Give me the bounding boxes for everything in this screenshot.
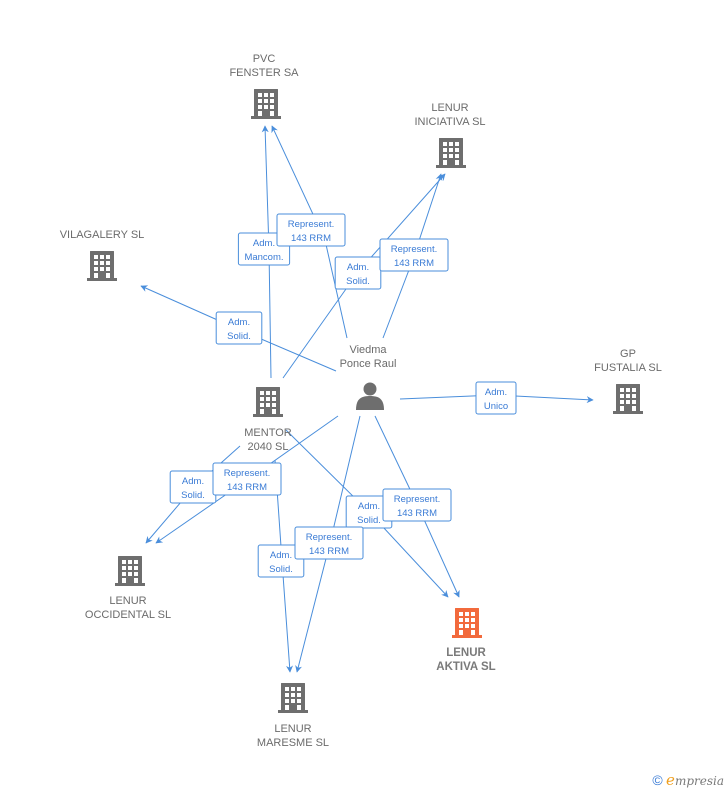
node-occidental[interactable]: LENUR OCCIDENTAL SL [85, 556, 171, 621]
edge-label-line: Solid. [181, 490, 205, 501]
nodes-layer: PVC FENSTER SA LENUR INICIATIVA SL VILAGALER… [60, 53, 662, 749]
edge-label-box [212, 462, 282, 496]
node-label: LENUR [274, 723, 311, 735]
edge-label-box [334, 256, 382, 290]
person-icon [363, 382, 377, 396]
node-label: MARESME SL [257, 737, 329, 749]
building-icon [251, 89, 281, 119]
node-label: LENUR [431, 102, 468, 114]
edge-label-box [294, 526, 364, 560]
edge-label-line: 143 RRM [394, 258, 434, 269]
edge-label-line: Adm. [358, 501, 380, 512]
edge-label-line: Represent. [224, 468, 270, 479]
node-label: OCCIDENTAL SL [85, 609, 171, 621]
building-icon [253, 387, 283, 417]
node-label: VILAGALERY SL [60, 229, 145, 241]
node-gp[interactable]: GP FUSTALIA SL [594, 348, 662, 414]
edge-label-line: Unico [484, 401, 508, 412]
edge-label-line: Represent. [288, 219, 334, 230]
edge-label-line: Adm. [228, 317, 250, 328]
node-label: PVC [253, 53, 276, 65]
footer-brand: © empresia [652, 771, 724, 789]
edge-label-line: Represent. [394, 494, 440, 505]
edge-label-box [475, 381, 517, 415]
node-label: FUSTALIA SL [594, 362, 662, 374]
building-icon [115, 556, 145, 586]
edge-label-line: Adm. [270, 550, 292, 561]
building-icon [278, 683, 308, 713]
edge-label-box [379, 238, 449, 272]
edge-label-line: Adm. [182, 476, 204, 487]
building-icon [87, 251, 117, 281]
empresia-logo-text: mpresia [674, 774, 724, 788]
edge-label-line: 143 RRM [397, 508, 437, 519]
edge-label-line: Adm. [347, 262, 369, 273]
edge-label-viedma-pvc[interactable]: Represent. 143 RRM [276, 213, 346, 247]
node-label: GP [620, 348, 636, 360]
edge-label-line: 143 RRM [309, 546, 349, 557]
node-label: 2040 SL [248, 441, 289, 453]
edge-label-viedma-aktiva[interactable]: Represent. 143 RRM [382, 488, 452, 522]
edge-label-box [257, 544, 305, 578]
empresia-logo-initial: e [666, 771, 675, 789]
edge-label-mentor-maresme[interactable]: Adm. Solid. [257, 544, 305, 578]
edge-label-viedma-iniciativa[interactable]: Represent. 143 RRM [379, 238, 449, 272]
edge-label-line: Solid. [346, 276, 370, 287]
building-icon [452, 608, 482, 638]
edge-label-mentor-occidental[interactable]: Adm. Solid. [169, 470, 217, 504]
building-icon [436, 138, 466, 168]
edge-label-line: 143 RRM [227, 482, 267, 493]
node-aktiva[interactable]: LENUR AKTIVA SL [436, 608, 496, 673]
node-mentor[interactable]: MENTOR 2040 SL [244, 387, 292, 453]
edge-label-viedma-maresme[interactable]: Represent. 143 RRM [294, 526, 364, 560]
edge-label-line: Represent. [306, 532, 352, 543]
edge-label-line: Mancom. [244, 252, 283, 263]
edge-label-box [382, 488, 452, 522]
edge-label-viedma-vilagalery[interactable]: Adm. Solid. [215, 311, 263, 345]
edge-label-line: Adm. [485, 387, 507, 398]
edge-label-line: Solid. [357, 515, 381, 526]
node-maresme[interactable]: LENUR MARESME SL [257, 683, 329, 749]
node-label: LENUR [109, 595, 146, 607]
edge-label-box [276, 213, 346, 247]
building-icon [613, 384, 643, 414]
edge-label-box [215, 311, 263, 345]
edge-label-line: Solid. [227, 331, 251, 342]
node-label: FENSTER SA [229, 67, 299, 79]
edge-label-mentor-iniciativa[interactable]: Adm. Solid. [334, 256, 382, 290]
node-label: Ponce Raul [340, 358, 397, 370]
node-label: Viedma [349, 344, 387, 356]
copyright-icon: © [652, 772, 663, 788]
edge-label-line: Represent. [391, 244, 437, 255]
node-pvc[interactable]: PVC FENSTER SA [229, 53, 299, 119]
node-label: MENTOR [244, 427, 292, 439]
edge-label-line: Adm. [253, 238, 275, 249]
edge-label-viedma-occidental[interactable]: Represent. 143 RRM [212, 462, 282, 496]
edge-label-viedma-gp[interactable]: Adm. Unico [475, 381, 517, 415]
node-vilagalery[interactable]: VILAGALERY SL [60, 229, 145, 281]
edge-label-line: 143 RRM [291, 233, 331, 244]
node-label: AKTIVA SL [436, 661, 495, 673]
edge-labels-layer: Adm.Mancom.Represent.143 RRMAdm.Solid.Re… [169, 213, 517, 578]
node-iniciativa[interactable]: LENUR INICIATIVA SL [414, 102, 486, 168]
node-label: LENUR [446, 647, 486, 659]
edge-label-line: Solid. [269, 564, 293, 575]
node-label: INICIATIVA SL [414, 116, 485, 128]
person-icon-body [356, 396, 384, 410]
